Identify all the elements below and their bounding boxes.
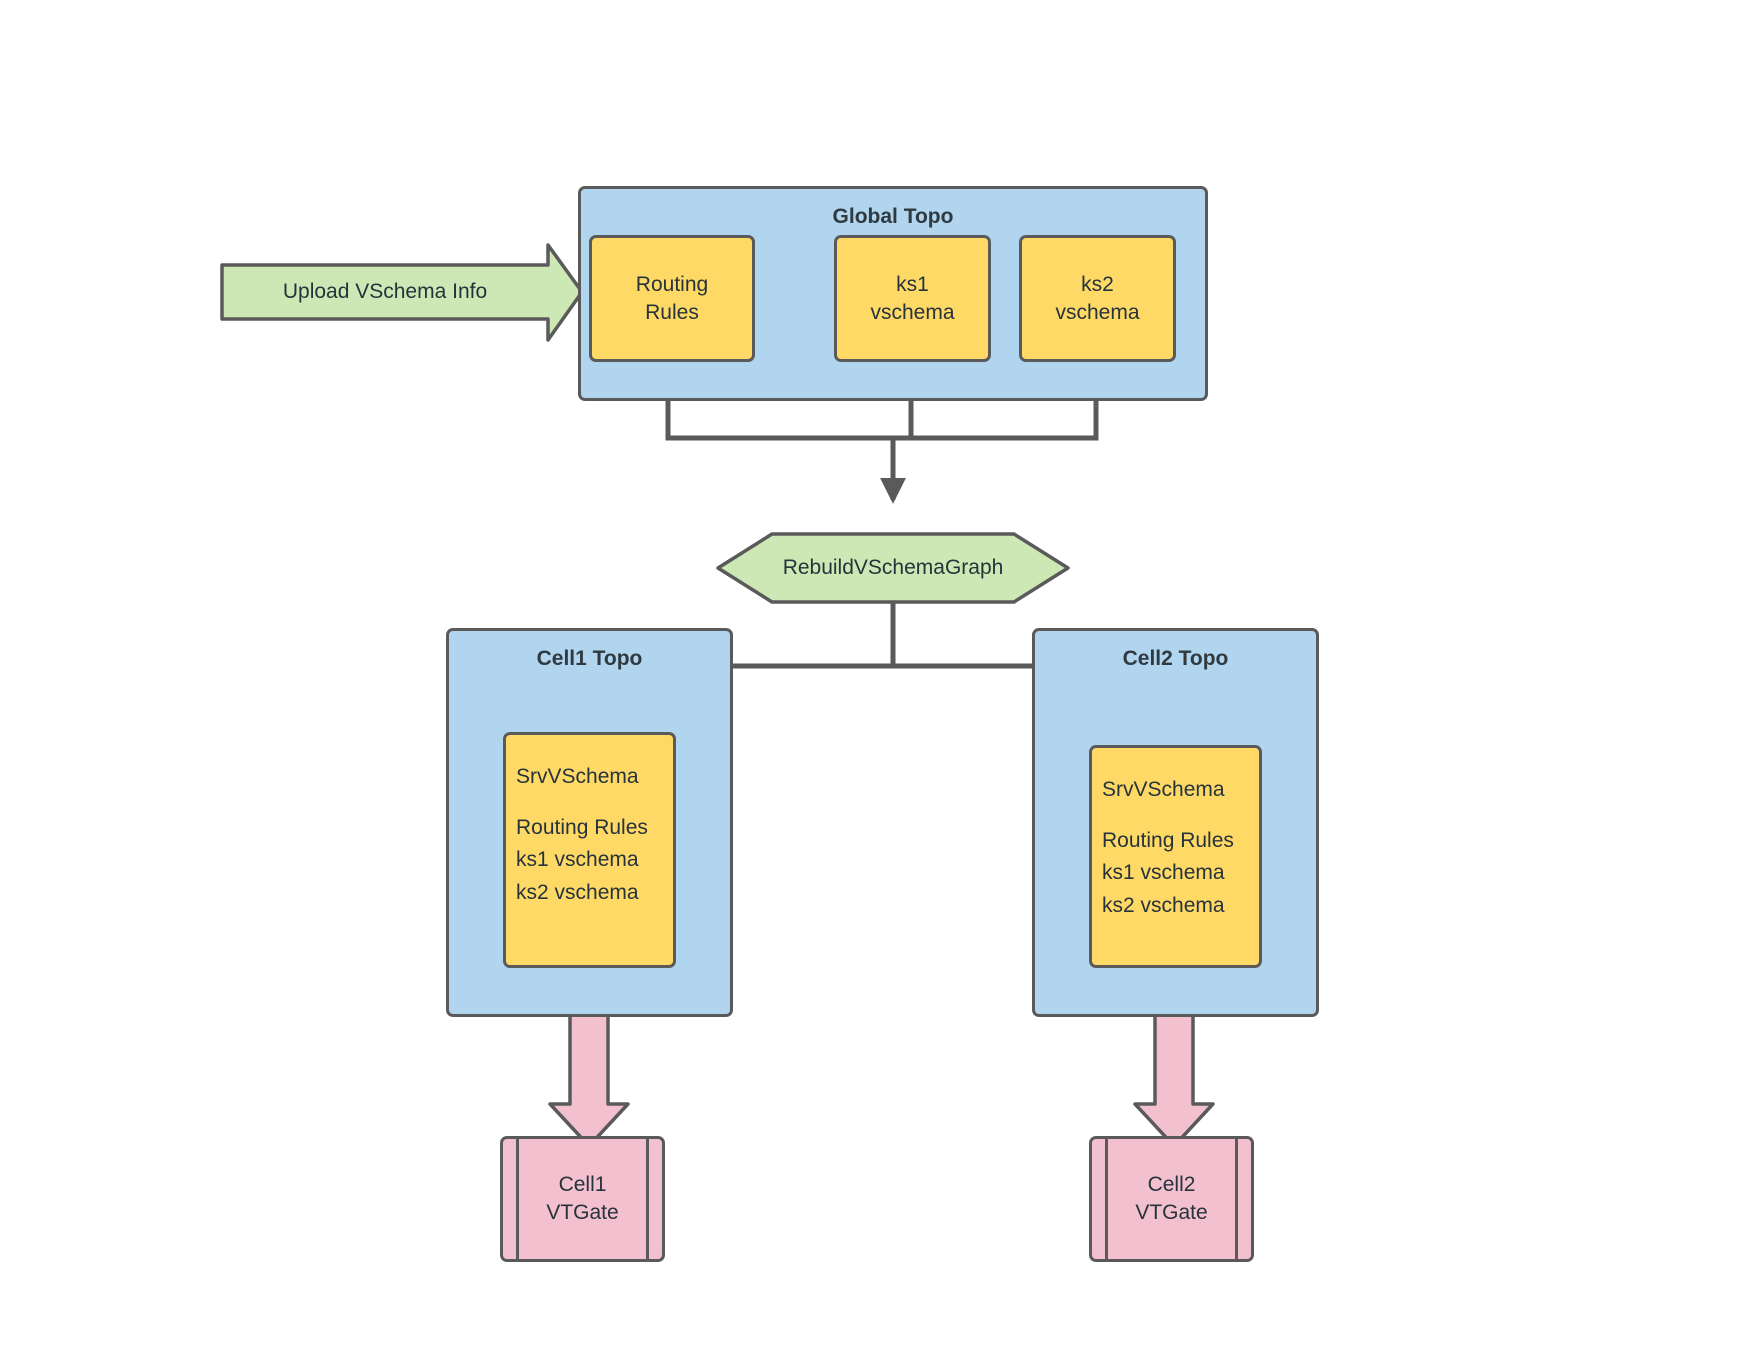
cell2-srv-item-1: ks1 vschema: [1102, 861, 1225, 885]
ks2-vschema-label: ks2 vschema: [1055, 273, 1140, 324]
cell1-srv-item-1: ks1 vschema: [516, 848, 639, 872]
spacer: [1102, 807, 1234, 825]
routing-rules-label: Routing Rules: [635, 273, 709, 324]
cell2-srvvschema-content: SrvVSchema Routing Rules ks1 vschema ks2…: [1102, 774, 1234, 922]
ks2-vschema-box[interactable]: ks2 vschema: [1019, 235, 1176, 362]
cell1-vtgate-label: Cell1 VTGate: [546, 1172, 619, 1224]
cell1-srvvschema-title: SrvVSchema: [516, 765, 639, 788]
upload-vschema-arrow-label: Upload VSchema Info: [282, 280, 488, 303]
upload-vschema-arrow-shape: [220, 243, 584, 342]
cell2-srvvschema-title: SrvVSchema: [1102, 778, 1225, 801]
cell1-srvvschema-content: SrvVSchema Routing Rules ks1 vschema ks2…: [516, 761, 648, 909]
process-bar-right: [1235, 1136, 1238, 1262]
cell1-vtgate-node[interactable]: Cell1 VTGate: [500, 1136, 665, 1262]
cell1-topo-title: Cell1 Topo: [536, 647, 643, 670]
global-topo-title: Global Topo: [832, 205, 954, 228]
cell1-srvvschema-box[interactable]: SrvVSchema Routing Rules ks1 vschema ks2…: [503, 732, 676, 968]
cell2-vtgate-node[interactable]: Cell2 VTGate: [1089, 1136, 1254, 1262]
rebuild-vschema-graph-shape[interactable]: [716, 532, 1070, 604]
ks1-vschema-box[interactable]: ks1 vschema: [834, 235, 991, 362]
process-bar-left: [516, 1136, 519, 1262]
cell2-srv-item-2: ks2 vschema: [1102, 893, 1225, 917]
ks1-vschema-label: ks1 vschema: [870, 273, 955, 324]
cell2-srv-item-0: Routing Rules: [1102, 828, 1234, 852]
process-bar-right: [646, 1136, 649, 1262]
cell1-srv-item-0: Routing Rules: [516, 815, 648, 839]
cell2-topo-title: Cell2 Topo: [1122, 647, 1229, 670]
cell1-srv-item-2: ks2 vschema: [516, 880, 639, 904]
cell2-srvvschema-box[interactable]: SrvVSchema Routing Rules ks1 vschema ks2…: [1089, 745, 1262, 968]
rebuild-vschema-graph-label: RebuildVSchemaGraph: [782, 556, 1004, 579]
cell2-vtgate-label: Cell2 VTGate: [1135, 1172, 1208, 1224]
routing-rules-box[interactable]: Routing Rules: [589, 235, 755, 362]
spacer: [516, 794, 648, 812]
process-bar-left: [1105, 1136, 1108, 1262]
